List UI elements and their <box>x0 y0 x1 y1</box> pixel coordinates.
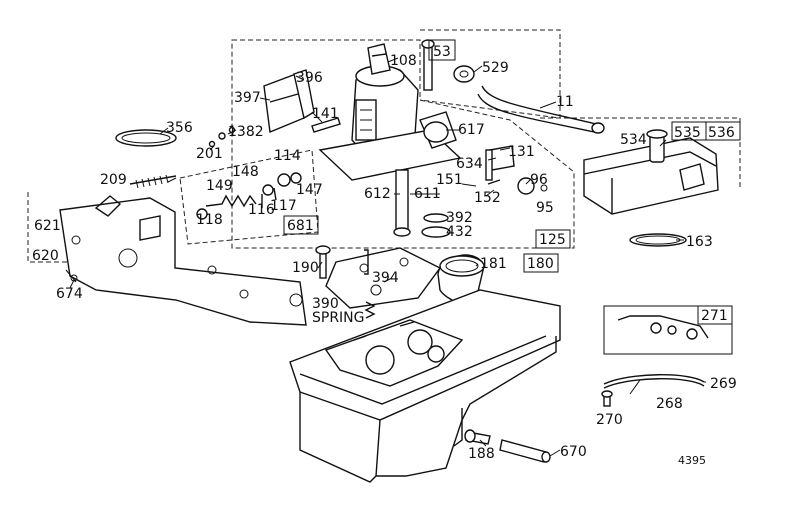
carburetor-body <box>318 43 462 181</box>
label-390: 390 <box>312 296 339 312</box>
label-269: 269 <box>710 376 737 392</box>
washers-392-432 <box>421 213 451 238</box>
band-268-269 <box>603 374 705 389</box>
label-529: 529 <box>482 60 509 76</box>
label-394: 394 <box>372 270 399 286</box>
label-141: 141 <box>312 106 339 122</box>
label-95: 95 <box>536 200 554 216</box>
air-cleaner-bracket <box>263 69 315 133</box>
label-621: 621 <box>34 218 61 234</box>
label-boxes <box>283 39 741 355</box>
label-535: 535 <box>674 125 701 141</box>
gasket-ring-356 <box>115 129 177 147</box>
label-396: 396 <box>296 70 323 86</box>
label-670: 670 <box>560 444 587 460</box>
pickup-tube <box>393 169 411 237</box>
linkage-springs <box>196 172 302 220</box>
label-681: 681 <box>287 218 314 234</box>
label-674: 674 <box>56 286 83 302</box>
label-180: 180 <box>527 256 554 272</box>
label-148: 148 <box>232 164 259 180</box>
label-612: 612 <box>364 186 391 202</box>
label-108: 108 <box>390 53 417 69</box>
needle-valve-parts <box>485 145 548 195</box>
drawing-number: 4395 <box>678 454 706 467</box>
fitting-188 <box>464 429 491 445</box>
label-spring: SPRING <box>312 310 365 326</box>
linkage-271 <box>617 315 709 340</box>
label-392: 392 <box>446 210 473 226</box>
label-271: 271 <box>701 308 728 324</box>
governor-plate-drawing <box>59 195 307 326</box>
label-190: 190 <box>292 260 319 276</box>
label-268: 268 <box>656 396 683 412</box>
part-labels: 108 53 529 396 397 11 356 141 617 1382 2… <box>32 44 737 467</box>
label-534: 534 <box>620 132 647 148</box>
label-125: 125 <box>539 232 566 248</box>
label-397: 397 <box>234 90 261 106</box>
screw-209 <box>129 174 177 189</box>
label-611: 611 <box>414 186 441 202</box>
label-188: 188 <box>468 446 495 462</box>
label-432: 432 <box>446 224 473 240</box>
label-620: 620 <box>32 248 59 264</box>
label-209: 209 <box>100 172 127 188</box>
spring-390 <box>364 301 376 319</box>
label-53: 53 <box>433 44 451 60</box>
label-96: 96 <box>530 172 548 188</box>
fuel-tank-base-180 <box>289 289 561 483</box>
fuel-line-group-outline <box>419 29 561 119</box>
fitting-529 <box>453 65 475 83</box>
label-356: 356 <box>166 120 193 136</box>
label-1382: 1382 <box>228 124 264 140</box>
label-617: 617 <box>458 122 485 138</box>
label-152: 152 <box>474 190 501 206</box>
fuel-tank <box>583 129 719 215</box>
label-201: 201 <box>196 146 223 162</box>
small-screws <box>208 117 341 148</box>
label-131: 131 <box>508 144 535 160</box>
fuel-pipe-11 <box>477 85 605 134</box>
label-114: 114 <box>274 148 301 164</box>
tube-670 <box>499 439 551 463</box>
label-117: 117 <box>270 198 297 214</box>
tank-group-outline <box>540 117 741 190</box>
label-118: 118 <box>196 212 223 228</box>
label-181: 181 <box>480 256 507 272</box>
label-151: 151 <box>436 172 463 188</box>
bolt-190 <box>315 245 331 279</box>
label-270: 270 <box>596 412 623 428</box>
label-536: 536 <box>708 125 735 141</box>
screw-270 <box>601 390 613 407</box>
label-149: 149 <box>206 178 233 194</box>
label-116: 116 <box>248 202 275 218</box>
label-634: 634 <box>456 156 483 172</box>
screw-53 <box>421 39 435 91</box>
label-147: 147 <box>296 182 323 198</box>
leader-lines <box>69 57 706 457</box>
intake-plate-394 <box>325 247 442 309</box>
left-bracket-outline <box>27 192 70 263</box>
label-163: 163 <box>686 234 713 250</box>
label-11: 11 <box>556 94 574 110</box>
